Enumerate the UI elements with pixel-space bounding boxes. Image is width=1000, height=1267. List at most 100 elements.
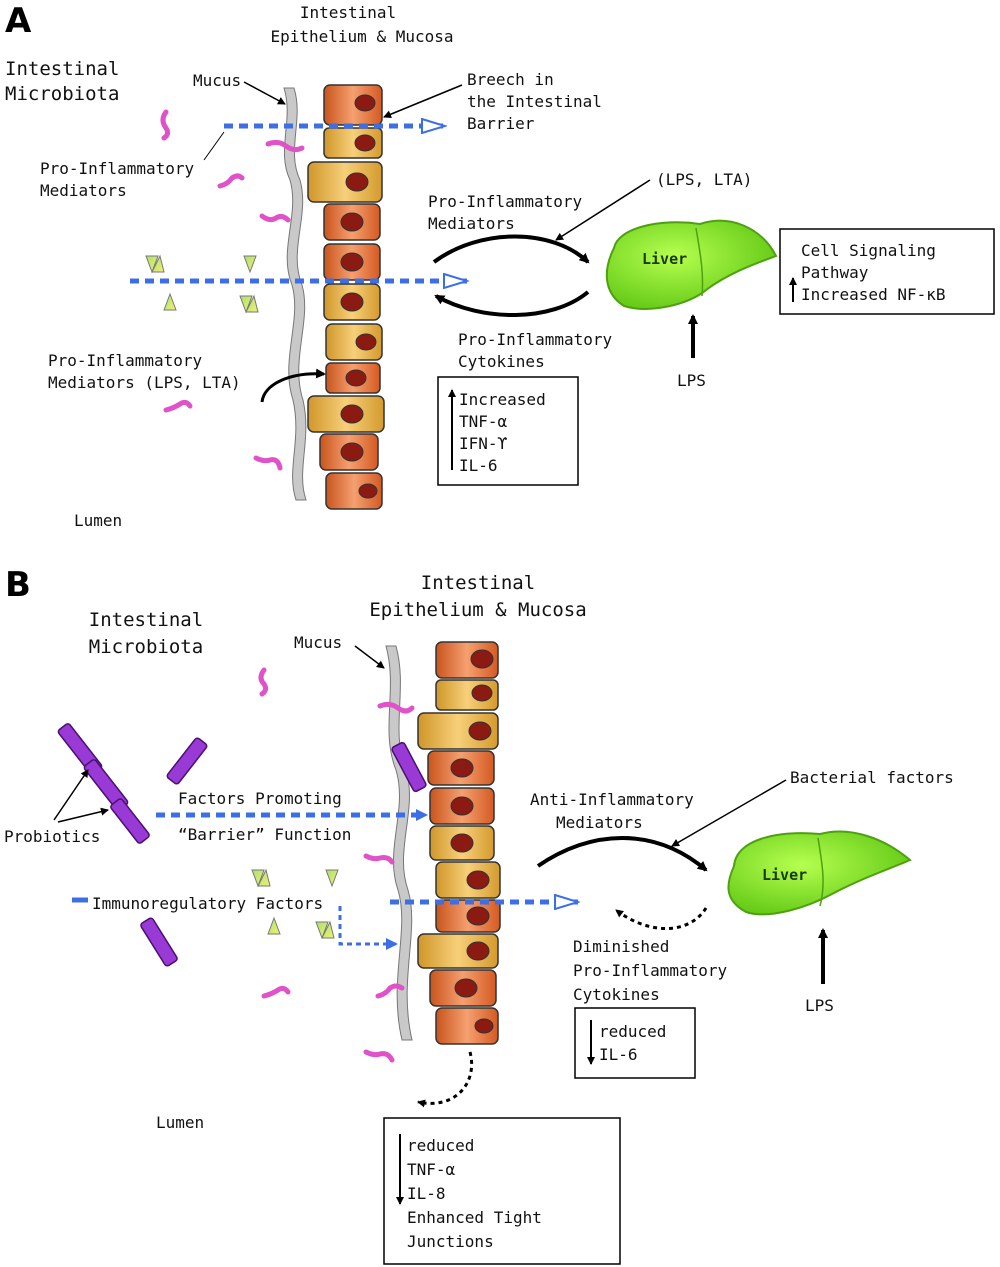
mediator-triangles-a (145, 254, 259, 314)
cell-nucleus (345, 369, 367, 387)
bottom-box-line: Enhanced Tight (407, 1208, 542, 1227)
cell-nucleus (470, 649, 494, 669)
epithelial-cell (325, 472, 383, 510)
mediator-triangle (163, 292, 177, 311)
probiotics-group (57, 723, 427, 967)
increased-cytokines-box (437, 376, 579, 486)
cell-nucleus (466, 906, 490, 926)
tight-junction-box (383, 1117, 621, 1265)
cyto-line1: Pro-Inflammatory (458, 330, 612, 349)
cell-nucleus (454, 978, 478, 998)
signal-line2: Pathway (801, 263, 869, 282)
liver-a: Liver (605, 219, 778, 310)
bacterium (217, 173, 245, 189)
panel-a-microbiota-line1: Intestinal (5, 58, 119, 80)
panel-a-microbiota-line2: Microbiota (5, 83, 119, 105)
epithelial-cells-a (307, 84, 385, 510)
signal-line1: Cell Signaling (801, 241, 936, 260)
liver-shape (605, 219, 778, 310)
probiotic-rod (166, 737, 208, 785)
lumen-label-a: Lumen (74, 511, 122, 530)
pim2-line1: Pro-Inflammatory (428, 192, 582, 211)
reduced-box-line: reduced (599, 1022, 666, 1041)
bottom-box-line: Junctions (407, 1232, 494, 1251)
mediator-triangle (151, 254, 165, 273)
lumen-label-b: Lumen (156, 1113, 204, 1132)
pim3-line1: Pro-Inflammatory (48, 351, 202, 370)
liver-lobe-line (695, 227, 704, 297)
mediator-triangles-b (251, 868, 339, 940)
panel-b-microbiota-line1: Intestinal (89, 609, 203, 631)
immuno-branch-arrow (338, 906, 398, 950)
epithelial-cells-b (417, 641, 501, 1045)
bacteria-b (258, 667, 415, 1063)
probiotics-label: Probiotics (4, 827, 100, 846)
bacterium (261, 985, 291, 999)
pim2-line2: Mediators (428, 214, 515, 233)
mucus-pointer-b (354, 645, 385, 669)
dim-line1: Diminished (573, 937, 669, 956)
panel-a-mucus-label: Mucus (193, 71, 241, 90)
liver-b: Liver (727, 830, 912, 916)
cell-nucleus (466, 941, 490, 961)
anti-line2: Mediators (556, 813, 643, 832)
cell-nucleus (354, 134, 376, 152)
probiotic-rod (140, 917, 178, 967)
tight-junction-arrow (417, 1051, 473, 1108)
cell-nucleus (345, 172, 369, 192)
breech-line3: Barrier (467, 114, 535, 133)
mediator-triangle (315, 921, 329, 940)
cell-nucleus (354, 94, 376, 112)
dim-line3: Cytokines (573, 985, 660, 1004)
increased-box-line: Increased (459, 390, 546, 409)
bottom-box-line: IL-8 (407, 1184, 446, 1203)
cell-nucleus (340, 442, 364, 462)
liver-lobe-line (817, 837, 824, 907)
pim3-arrow (260, 368, 326, 403)
panel-b-title-line1: Intestinal (421, 572, 535, 594)
lps-label-b: LPS (805, 996, 834, 1015)
bacterium (363, 1049, 395, 1063)
immuno-label: Immunoregulatory Factors (92, 894, 323, 913)
cell-nucleus (358, 483, 378, 499)
anti-inflammatory-arrow (536, 836, 708, 872)
pim1-line2: Mediators (40, 181, 127, 200)
cell-nucleus (355, 333, 377, 351)
liver-label-b: Liver (762, 866, 807, 884)
panel-a-title-line1: Intestinal (300, 3, 396, 22)
breech-line2: the Intestinal (467, 92, 602, 111)
epithelial-cell (307, 161, 383, 203)
cell-nucleus (450, 796, 474, 816)
bacterium (258, 667, 269, 697)
liver-label-a: Liver (642, 250, 687, 268)
cell-signaling-box (779, 228, 995, 315)
mediator-triangle (251, 869, 265, 888)
panel-b-letter: B (5, 565, 31, 605)
mediator-triangle (243, 255, 257, 274)
probiotic-rod (110, 798, 150, 844)
bacterium (253, 455, 283, 471)
mediator-triangle (325, 869, 339, 888)
increased-box-line: TNF-α (459, 412, 508, 431)
cycle-arrow-from-liver-a (434, 290, 590, 317)
bacteria-a (160, 109, 305, 471)
probiotics-pointer (53, 769, 89, 821)
cell-nucleus (340, 292, 364, 312)
increased-box-line: IL-6 (459, 456, 498, 475)
factors-line1: Factors Promoting (178, 789, 342, 808)
lps-lta-label: (LPS, LTA) (656, 170, 752, 189)
panel-a-letter: A (5, 1, 32, 41)
mediator-triangle (145, 255, 159, 274)
bottom-box-line: TNF-α (407, 1160, 456, 1179)
bacterium (363, 853, 395, 865)
panel-b-mucus-label: Mucus (294, 633, 342, 652)
cyto-line2: Cytokines (458, 352, 545, 371)
cell-nucleus (340, 252, 364, 272)
breech-line1: Breech in (467, 70, 554, 89)
cell-nucleus (474, 1018, 494, 1034)
mediator-triangle (245, 294, 259, 313)
lps-lta-pointer (555, 179, 651, 241)
bottom-box-line: reduced (407, 1136, 474, 1155)
probiotics-pointer (57, 807, 109, 823)
